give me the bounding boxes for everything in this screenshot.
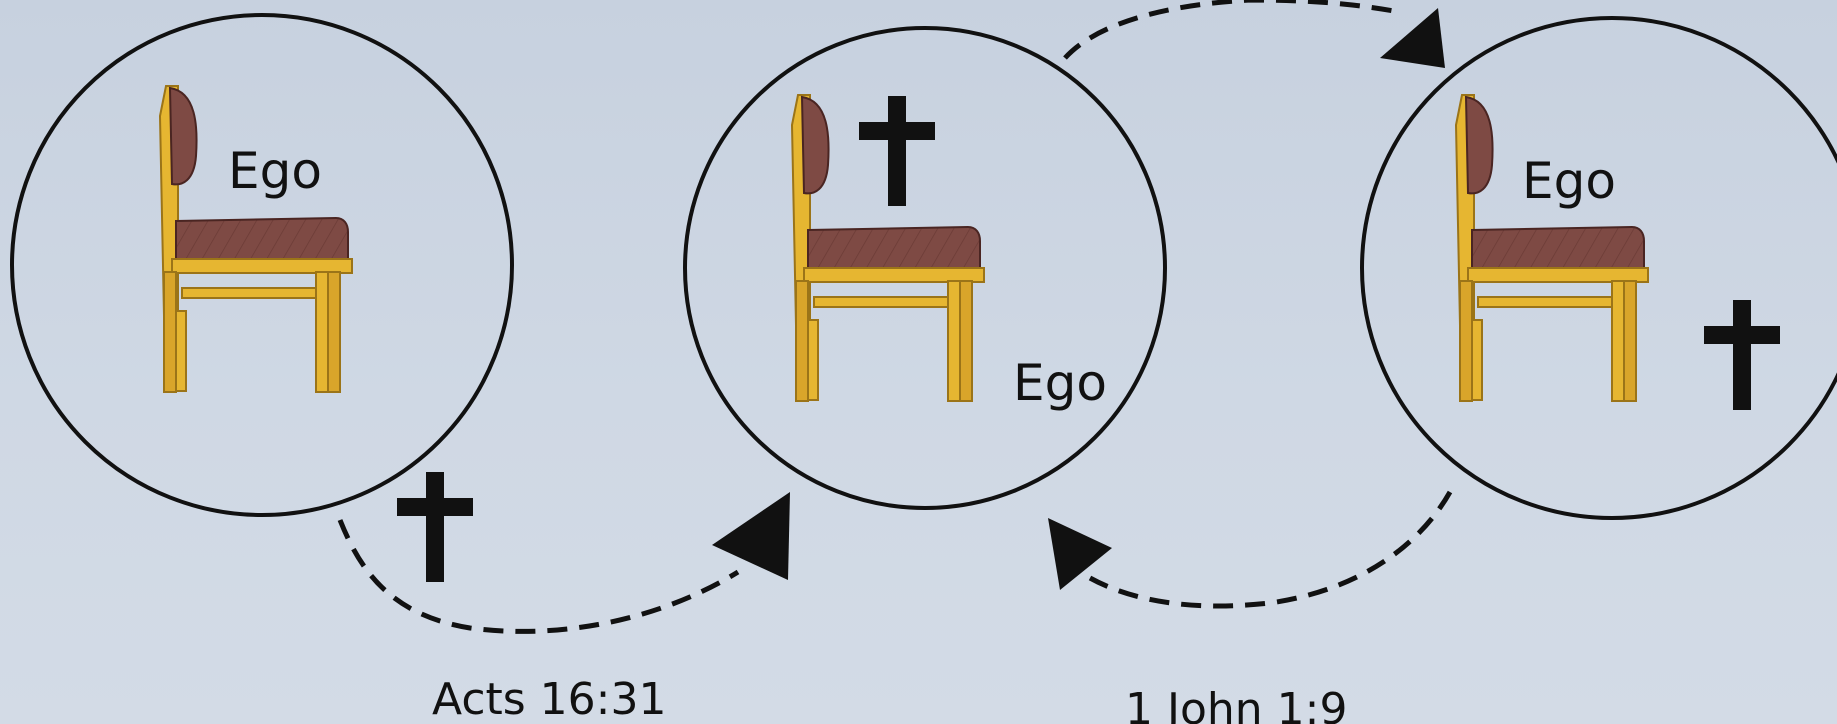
ego-label-3: Ego: [1522, 152, 1616, 210]
arrowhead-icon: [712, 492, 790, 580]
reference-acts: Acts 16:31: [432, 674, 666, 724]
ego-label-2: Ego: [1013, 354, 1107, 412]
chair-icon: [1456, 95, 1648, 401]
arrowhead-icon: [1380, 8, 1445, 68]
arrowhead-icon: [1048, 518, 1112, 590]
panel-self-on-throne-again: Ego: [1362, 18, 1837, 518]
reference-1-john: 1 John 1:9: [1125, 684, 1347, 724]
cross-icon: [397, 472, 473, 582]
transition-arrow-2-to-3: [1065, 0, 1445, 68]
panel-christ-controlled: Ego: [685, 28, 1165, 508]
transition-arrow-3-to-2: [1048, 492, 1450, 606]
cross-icon: [859, 96, 935, 206]
chair-icon: [160, 86, 352, 392]
panel-self-controlled: Ego: [12, 15, 512, 582]
cross-icon: [1704, 300, 1780, 410]
ego-label-1: Ego: [228, 142, 322, 200]
